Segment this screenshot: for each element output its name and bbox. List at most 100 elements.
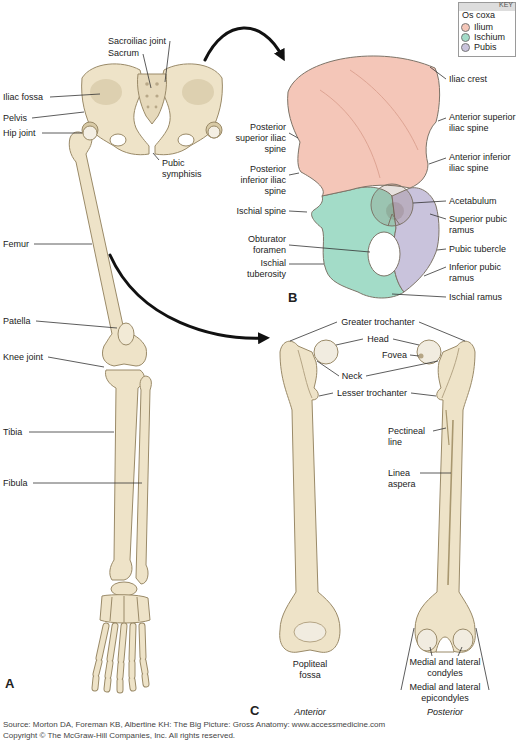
part-label: Acetabulum	[449, 196, 517, 207]
foot-bone	[120, 626, 124, 690]
leader-line	[419, 322, 465, 341]
part-label: Iliac crest	[449, 74, 517, 85]
label-slot: Source: Morton DA, Foreman KB, Albertine…	[3, 720, 515, 730]
foot-bone	[95, 626, 106, 688]
hip-bone	[368, 232, 400, 276]
leader-line	[34, 244, 92, 245]
hip-bone	[312, 187, 404, 298]
part-label: Neck	[332, 371, 372, 382]
label-slot: KEY	[458, 1, 513, 9]
label-slot: Pelvis	[3, 113, 43, 124]
leader-line	[48, 357, 104, 367]
part-label: Femur	[3, 239, 43, 250]
label-slot: C	[250, 703, 270, 718]
panel-letter: C	[250, 703, 270, 718]
label-slot: Patella	[3, 316, 43, 327]
part-label: Anterior superior iliac spine	[449, 112, 517, 134]
femur-posterior	[436, 637, 454, 652]
hip-bone	[388, 214, 400, 226]
foot-bone	[100, 582, 150, 623]
leader-line	[29, 432, 114, 433]
femur-posterior	[446, 410, 449, 445]
part-label: Linea aspera	[388, 468, 436, 490]
leader-line	[289, 173, 299, 175]
part-label: Tibia	[3, 427, 43, 438]
foot-bone	[100, 595, 150, 623]
part-label: Hip joint	[3, 128, 48, 139]
pelvis-bone	[155, 82, 159, 86]
leader-line	[165, 41, 170, 82]
part-label: Sacrum	[108, 48, 148, 59]
panel-letter: A	[5, 676, 25, 691]
part-label: Sacroiliac joint	[108, 36, 188, 47]
pointer-arrow	[110, 255, 264, 338]
foot-bone	[107, 626, 115, 689]
label-slot: Greater trochanter	[333, 317, 423, 328]
leader-line	[392, 294, 446, 297]
label-slot: Hip joint	[3, 128, 48, 139]
legend-swatch	[461, 33, 470, 42]
label-slot: Knee joint	[3, 352, 53, 363]
part-label: Popliteal fossa	[285, 659, 335, 681]
pelvis-bone	[206, 122, 222, 138]
pelvis-bone	[155, 106, 158, 109]
label-slot: Head	[358, 334, 398, 345]
label-slot: Superior pubic ramus	[449, 214, 517, 236]
foot-bone	[110, 596, 139, 622]
part-label: Pubic symphisis	[162, 158, 212, 180]
femur-posterior	[417, 340, 441, 364]
foot-bone	[95, 626, 146, 690]
label-slot: Posterior superior iliac spine	[226, 122, 286, 155]
label-slot: Medial and lateral epicondyles	[405, 682, 485, 704]
legend-row: Pubis	[461, 42, 497, 52]
label-slot: Fibula	[3, 478, 43, 489]
label-slot: Medial and lateral condyles	[407, 657, 483, 679]
leader-line	[424, 267, 446, 276]
leg-bone	[69, 126, 151, 584]
label-slot: Ischial tuberosity	[226, 258, 286, 280]
label-slot: Tibia	[3, 427, 43, 438]
leader-line	[430, 214, 446, 219]
part-label: Fovea	[382, 350, 412, 361]
foot-bone	[95, 626, 106, 688]
leader-line	[410, 355, 419, 356]
femur-posterior	[415, 340, 475, 652]
label-slot: Posterior inferior iliac spine	[226, 164, 286, 197]
part-label: Pubic tubercle	[449, 244, 517, 255]
leader-line	[437, 249, 446, 250]
label-slot: Pectineal line	[388, 426, 436, 448]
femur-posterior	[417, 629, 437, 651]
view-label: Posterior	[405, 707, 485, 718]
part-label: Head	[358, 334, 398, 345]
leader-line	[433, 428, 446, 431]
foot-bone	[107, 626, 115, 689]
leader-line	[429, 158, 446, 164]
part-label: Ischial spine	[226, 206, 286, 217]
legend-row: Ischium	[461, 32, 505, 42]
leader-line	[420, 473, 451, 474]
leader-line	[430, 647, 432, 656]
femur-posterior	[453, 629, 473, 651]
label-slot: Posterior	[405, 707, 485, 718]
pelvis-bone	[178, 134, 194, 146]
leg-bone	[69, 132, 146, 366]
leader-line	[36, 321, 117, 328]
part-label: Pectineal line	[388, 426, 436, 448]
femur-anterior	[280, 341, 340, 652]
foot-bone	[111, 582, 137, 596]
part-label: Medial and lateral epicondyles	[405, 682, 485, 704]
femur-anterior	[280, 340, 340, 652]
femur-posterior	[442, 348, 459, 398]
part-label: Greater trochanter	[333, 317, 423, 328]
pelvis-bone	[110, 134, 126, 146]
part-label: Superior pubic ramus	[449, 214, 517, 236]
label-slot: Pubic symphisis	[162, 158, 212, 180]
part-label: Posterior inferior iliac spine	[226, 164, 286, 197]
label-slot: B	[288, 290, 308, 305]
hip-bone	[320, 70, 418, 178]
leader-line	[143, 54, 151, 88]
hip-bone	[288, 56, 440, 298]
